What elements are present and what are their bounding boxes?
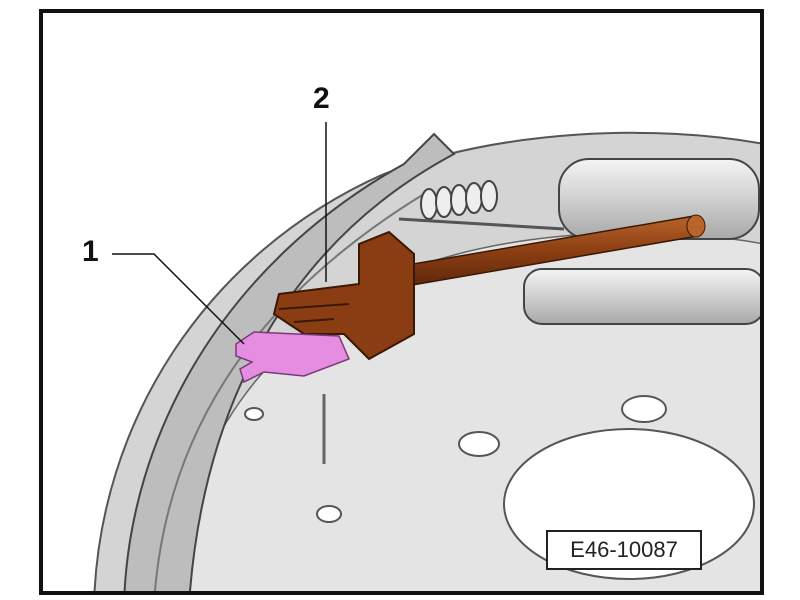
spring — [420, 180, 498, 220]
callout-1-leader — [112, 253, 245, 345]
brake-assembly-illustration — [93, 122, 760, 591]
brake-shoe — [123, 132, 456, 591]
illustration-frame — [39, 9, 764, 595]
adjuster — [523, 268, 760, 325]
callout-2: 2 — [313, 82, 330, 115]
figure-reference-code: E46-10087 — [546, 530, 702, 570]
clip — [235, 331, 351, 384]
callout-1: 1 — [82, 235, 99, 268]
tool-head — [272, 230, 415, 361]
